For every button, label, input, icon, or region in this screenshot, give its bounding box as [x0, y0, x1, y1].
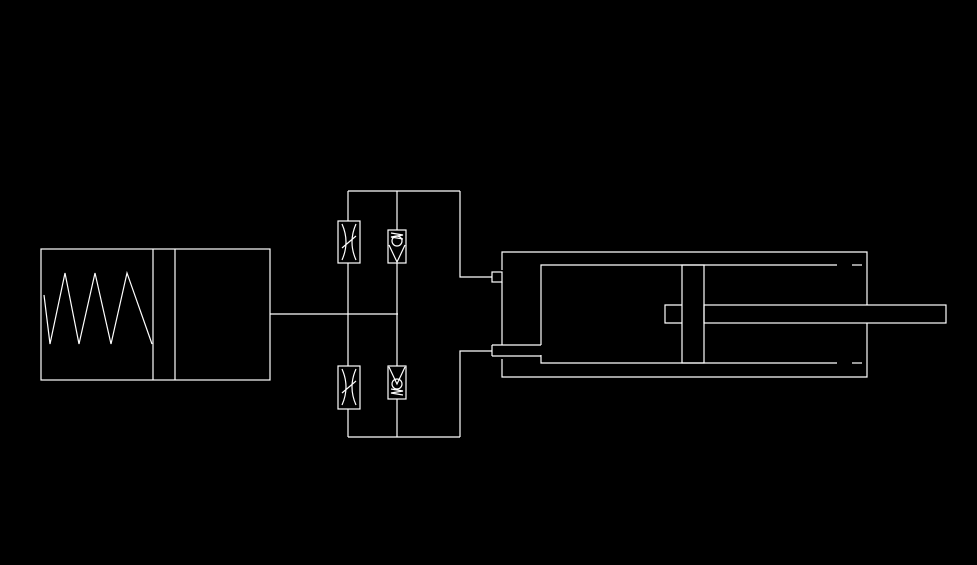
throttle-curve-left — [341, 368, 347, 406]
inner-barrel-bottom — [540, 355, 837, 364]
spring-icon — [43, 270, 153, 345]
check-ball — [391, 378, 403, 390]
check-valve-lower — [387, 365, 407, 400]
throttle-arrow — [341, 235, 357, 249]
piston-rod — [703, 304, 947, 324]
upper-port-line — [459, 191, 492, 278]
throttle-valve-icon — [337, 220, 361, 264]
throttle-valve-lower — [337, 365, 361, 410]
valve-block — [347, 190, 492, 438]
check-seat — [388, 366, 406, 386]
cylinder-outer-top — [501, 251, 868, 305]
check-seat — [388, 244, 406, 264]
check-valve-upper — [387, 229, 407, 264]
cylinder-outer-bottom — [501, 323, 868, 378]
double-acting-cylinder — [491, 251, 947, 378]
upper-port — [491, 271, 503, 283]
throttle-curve-left — [341, 223, 347, 261]
spring-check-valve-icon — [387, 365, 407, 400]
throttle-valve-upper — [337, 220, 361, 264]
inner-barrel-top — [540, 264, 837, 345]
piston-rod-back — [664, 304, 682, 324]
check-spring — [390, 232, 404, 240]
throttle-valve-icon — [337, 365, 361, 410]
throttle-curve-right — [351, 368, 357, 406]
lower-port-line — [459, 350, 492, 437]
throttle-arrow — [341, 380, 357, 394]
spring-accumulator — [40, 248, 271, 381]
check-spring — [390, 388, 404, 396]
throttle-curve-right — [351, 223, 357, 261]
piston-icon — [681, 264, 705, 364]
accumulator-body — [40, 248, 271, 381]
